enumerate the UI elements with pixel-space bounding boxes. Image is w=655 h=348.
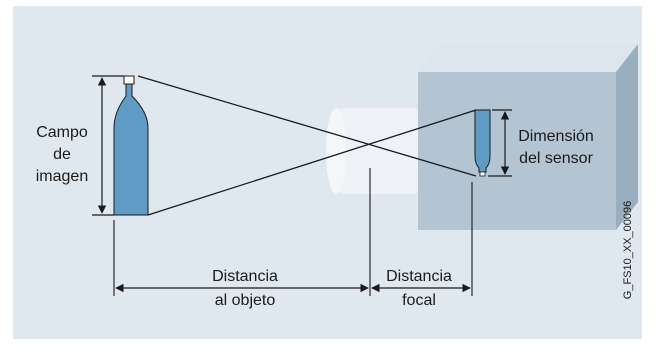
sensor-image-bottle [474,109,491,177]
object-distance-label-line1: Distancia [212,268,278,285]
sensor-dimension-arrow [488,109,512,177]
field-of-view-arrow [92,75,124,216]
lens-shape [326,108,423,194]
focal-distance-label-line1: Distancia [386,268,452,285]
field-of-view-label-line1: Campo [36,124,88,141]
field-of-view-label-line2: de [53,146,71,163]
sensor-dimension-label-line2: del sensor [519,150,593,167]
figure-code: G_FS10_XX_00096 [622,201,634,299]
focal-distance-label-line2: focal [402,292,436,309]
dimension-extension-lines [113,168,473,296]
optical-rays [137,75,477,216]
sensor-dimension-label-line1: Dimensión [518,128,594,145]
field-of-view-label-line3: imagen [36,168,88,185]
object-distance-label-line2: al objeto [215,292,276,309]
camera-box [418,44,638,230]
